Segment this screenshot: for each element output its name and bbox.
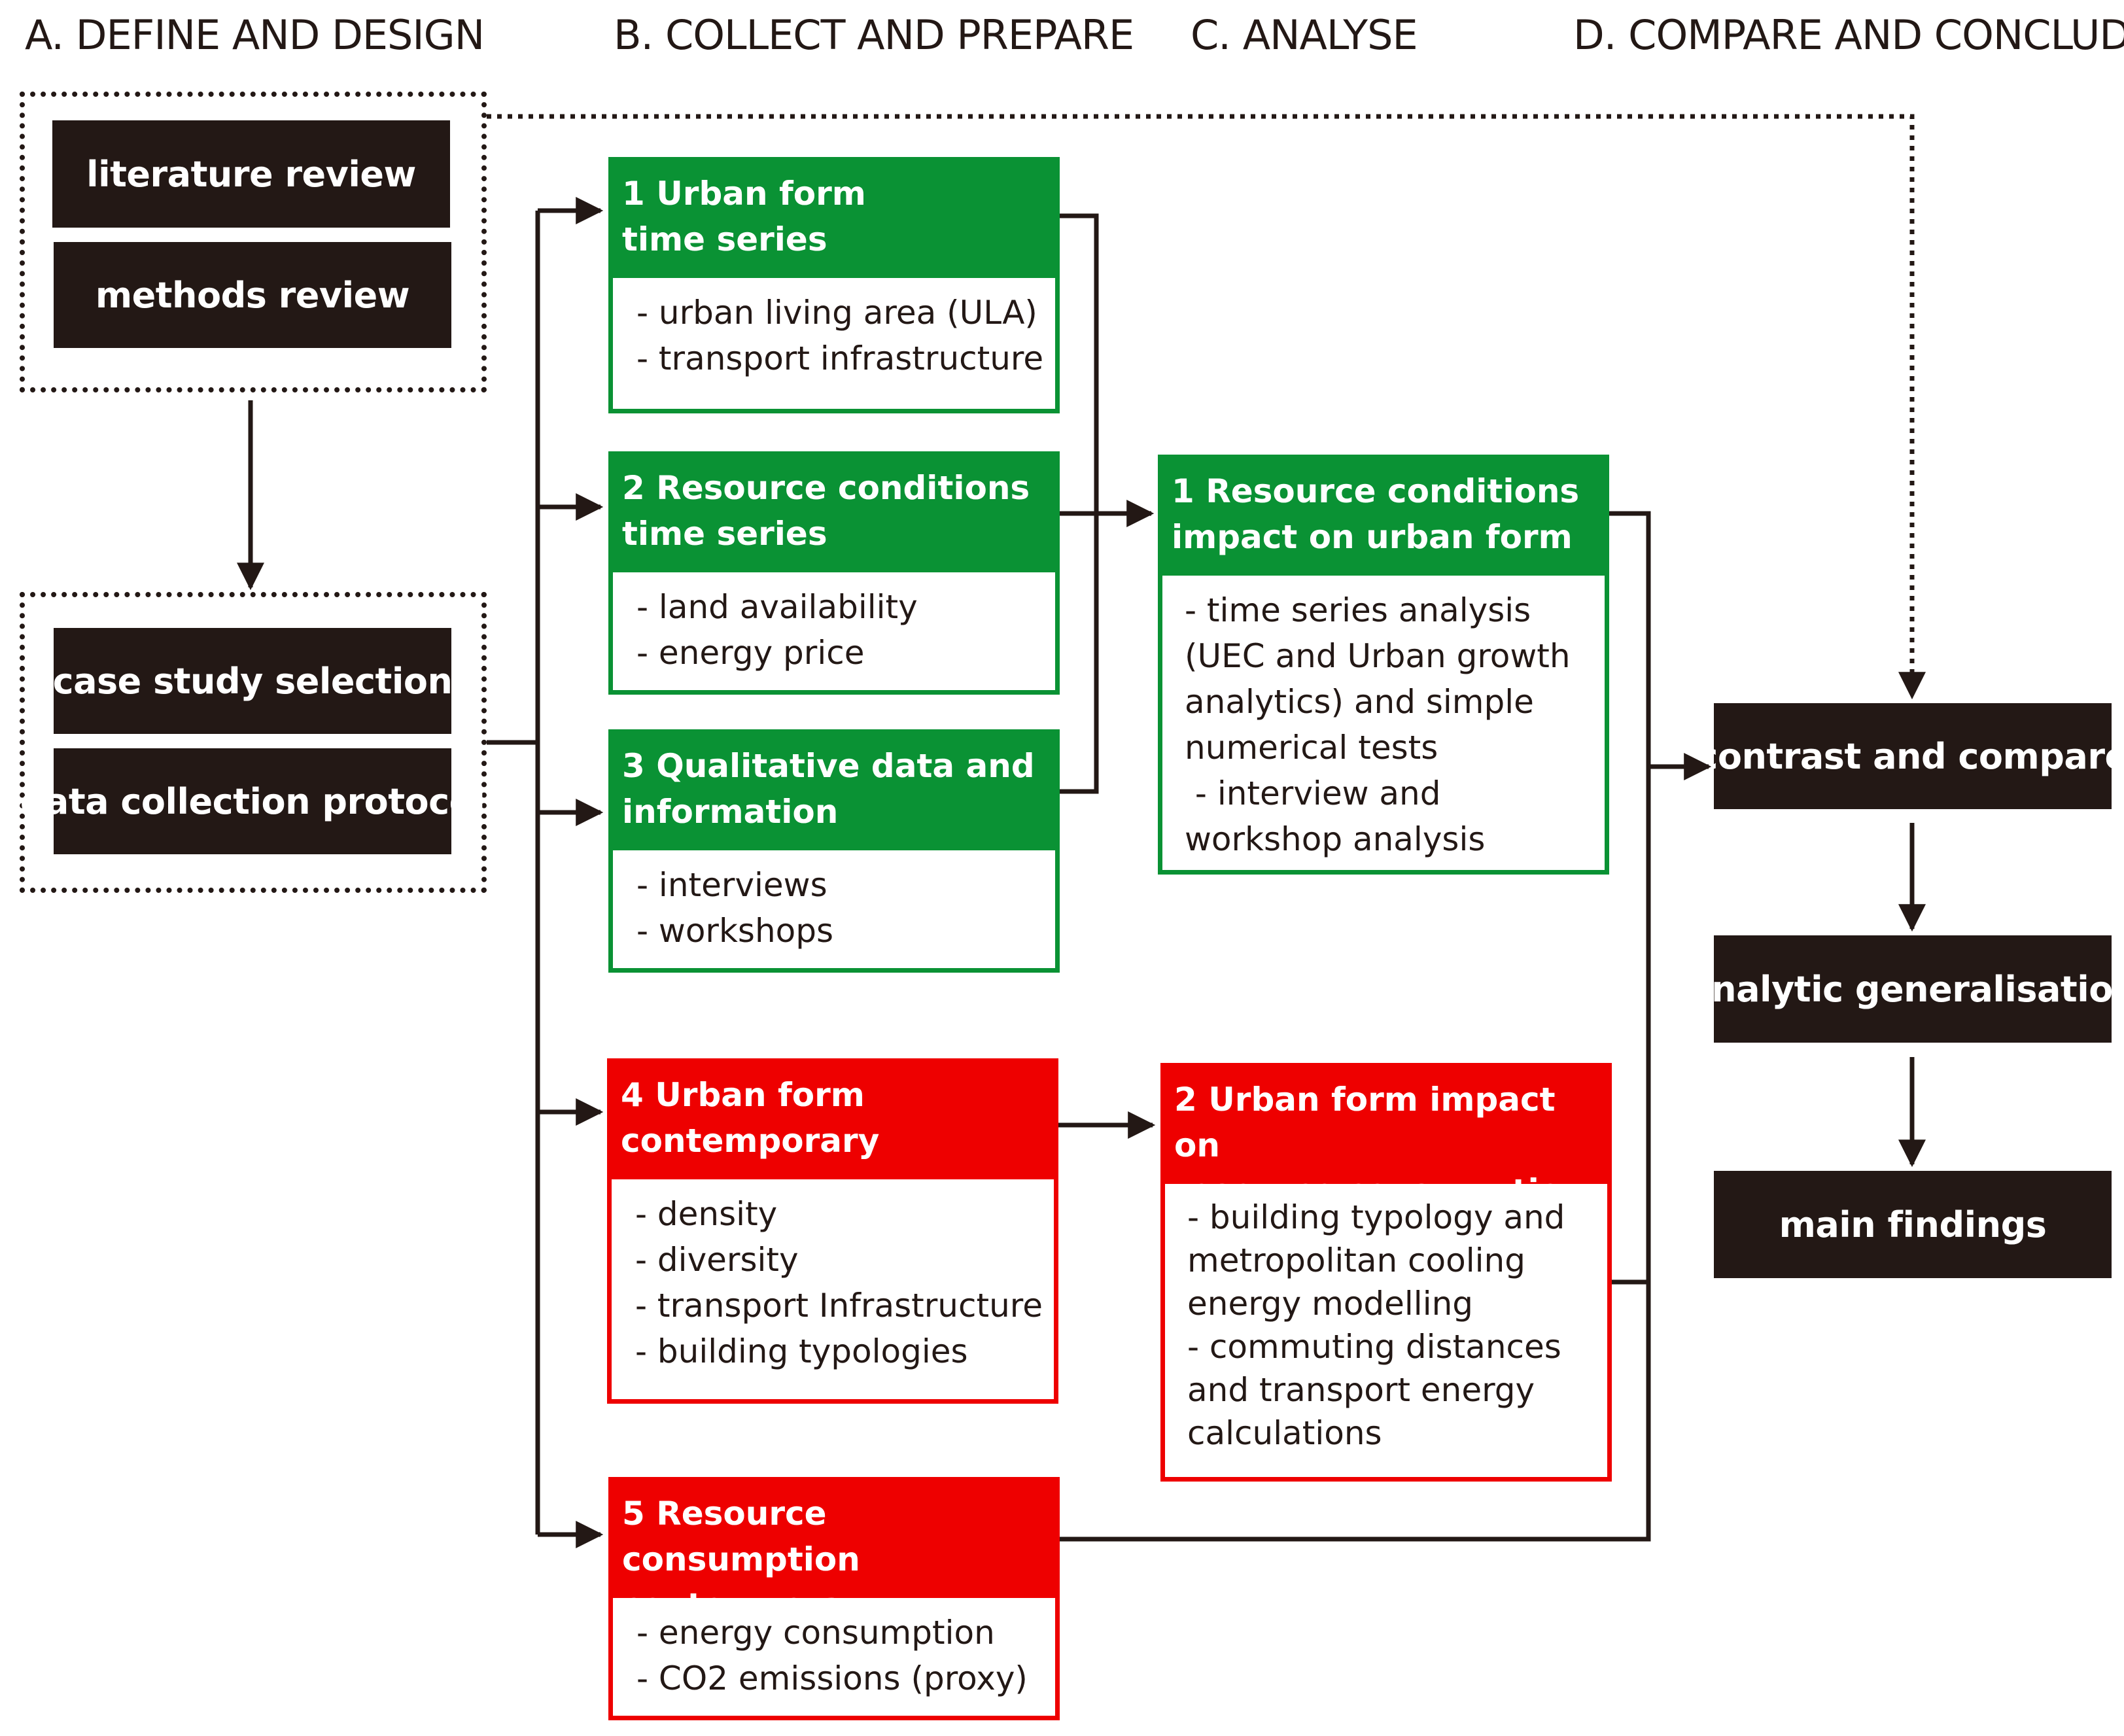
card-body: - time series analysis (UEC and Urban gr… bbox=[1162, 576, 1605, 862]
header-define-and-design: A. DEFINE AND DESIGN bbox=[25, 11, 485, 59]
card-item: - workshops bbox=[636, 912, 834, 950]
card-item: - CO2 emissions (proxy) bbox=[636, 1659, 1028, 1697]
analyse-merge-line bbox=[1060, 511, 1651, 1542]
card-item: numerical tests bbox=[1185, 729, 1438, 767]
card-title-line: time series bbox=[622, 220, 827, 258]
main-findings-box: main findings bbox=[1714, 1171, 2112, 1278]
card-item: - density bbox=[635, 1195, 778, 1233]
card-title-line: 2 Urban form impact on bbox=[1174, 1081, 1556, 1164]
collect-card-urban-form-contemporary: 4 Urban form contemporary - density - di… bbox=[607, 1058, 1058, 1404]
card-title-line: contemporary bbox=[621, 1122, 880, 1160]
card-title-line: 1 Urban form bbox=[622, 175, 866, 213]
card-title-line: 5 Resource consumption bbox=[622, 1495, 860, 1578]
collect-green-bracket-line bbox=[1060, 213, 1099, 794]
card-item: workshop analysis bbox=[1185, 820, 1486, 858]
card-item: - time series analysis bbox=[1185, 591, 1531, 629]
collect-card-qualitative-data: 3 Qualitative data and information - int… bbox=[608, 729, 1060, 973]
card-title-line: contemporary bbox=[622, 1586, 881, 1624]
methods-review-box: methods review bbox=[54, 242, 451, 348]
data-collection-protocol-box: data collection protocol bbox=[20, 748, 485, 854]
analyse-card-resource-conditions-impact: 1 Resource conditions impact on urban fo… bbox=[1158, 455, 1609, 875]
card-item: - energy price bbox=[636, 634, 865, 672]
card-title: 4 Urban form contemporary bbox=[612, 1063, 1054, 1179]
card-item: - urban living area (ULA) bbox=[636, 294, 1037, 332]
header-analyse: C. ANALYSE bbox=[1191, 11, 1418, 59]
card-title-line: impact on urban form bbox=[1172, 518, 1573, 556]
card-title-line: time series bbox=[622, 515, 827, 553]
card-title: 2 Resource conditions time series bbox=[613, 456, 1055, 572]
card-title: 2 Urban form impact on resource consumpt… bbox=[1165, 1068, 1607, 1210]
card-item: - building typologies bbox=[635, 1332, 968, 1370]
case-study-selection-box: case study selection bbox=[53, 628, 453, 734]
card-item: calculations bbox=[1187, 1414, 1382, 1452]
card-item: - land availability bbox=[636, 588, 918, 626]
card-title-line: resource consumption bbox=[1174, 1172, 1585, 1210]
card-body: - land availability - energy price bbox=[613, 572, 1055, 676]
card-title-line: 3 Qualitative data and bbox=[622, 747, 1035, 785]
card-item: - interview and bbox=[1185, 774, 1441, 812]
header-compare-and-conclude: D. COMPARE AND CONCLUDE bbox=[1573, 11, 2124, 59]
literature-methods-group bbox=[20, 92, 487, 392]
card-title-line: 2 Resource conditions bbox=[622, 469, 1030, 507]
card-title: 5 Resource consumption contemporary bbox=[613, 1482, 1055, 1624]
analyse-card-urban-form-impact: 2 Urban form impact on resource consumpt… bbox=[1160, 1063, 1612, 1482]
card-title-line: 4 Urban form bbox=[621, 1076, 865, 1114]
card-title-line: information bbox=[622, 793, 839, 831]
card-body: - urban living area (ULA) - transport in… bbox=[613, 278, 1055, 381]
collect-card-resource-conditions-time-series: 2 Resource conditions time series - land… bbox=[608, 451, 1060, 695]
card-body: - energy consumption - CO2 emissions (pr… bbox=[613, 1598, 1055, 1701]
card-item: - energy consumption bbox=[636, 1614, 995, 1652]
card-item: - interviews bbox=[636, 866, 827, 904]
card-title-line: 1 Resource conditions bbox=[1172, 472, 1580, 510]
collect-card-urban-form-time-series: 1 Urban form time series - urban living … bbox=[608, 157, 1060, 413]
contrast-and-compare-box: contrast and compare bbox=[1697, 703, 2124, 809]
card-item: analytics) and simple bbox=[1185, 683, 1534, 721]
card-item: and transport energy bbox=[1187, 1371, 1535, 1409]
card-item: - transport Infrastructure bbox=[635, 1287, 1043, 1325]
case-study-protocol-group bbox=[20, 592, 487, 893]
card-body: - density - diversity - transport Infras… bbox=[612, 1179, 1054, 1374]
card-body: - interviews - workshops bbox=[613, 850, 1055, 954]
literature-review-box: literature review bbox=[52, 120, 450, 228]
card-item: energy modelling bbox=[1187, 1285, 1474, 1323]
card-item: - diversity bbox=[635, 1241, 799, 1279]
card-title: 1 Resource conditions impact on urban fo… bbox=[1162, 459, 1605, 576]
card-item: metropolitan cooling bbox=[1187, 1241, 1525, 1279]
card-item: (UEC and Urban growth bbox=[1185, 637, 1571, 675]
card-item: - transport infrastructure bbox=[636, 339, 1044, 377]
analytic-generalisation-box: analytic generalisation bbox=[1688, 935, 2124, 1043]
card-title: 1 Urban form time series bbox=[613, 162, 1055, 278]
header-collect-and-prepare: B. COLLECT AND PREPARE bbox=[614, 11, 1134, 59]
dotted-connector-line bbox=[487, 114, 1926, 700]
collect-card-resource-consumption-contemporary: 5 Resource consumption contemporary - en… bbox=[608, 1477, 1060, 1720]
card-title: 3 Qualitative data and information bbox=[613, 734, 1055, 850]
card-body: - building typology and metropolitan coo… bbox=[1165, 1184, 1607, 1455]
card-item: - building typology and bbox=[1187, 1198, 1565, 1236]
card-item: - commuting distances bbox=[1187, 1328, 1561, 1366]
